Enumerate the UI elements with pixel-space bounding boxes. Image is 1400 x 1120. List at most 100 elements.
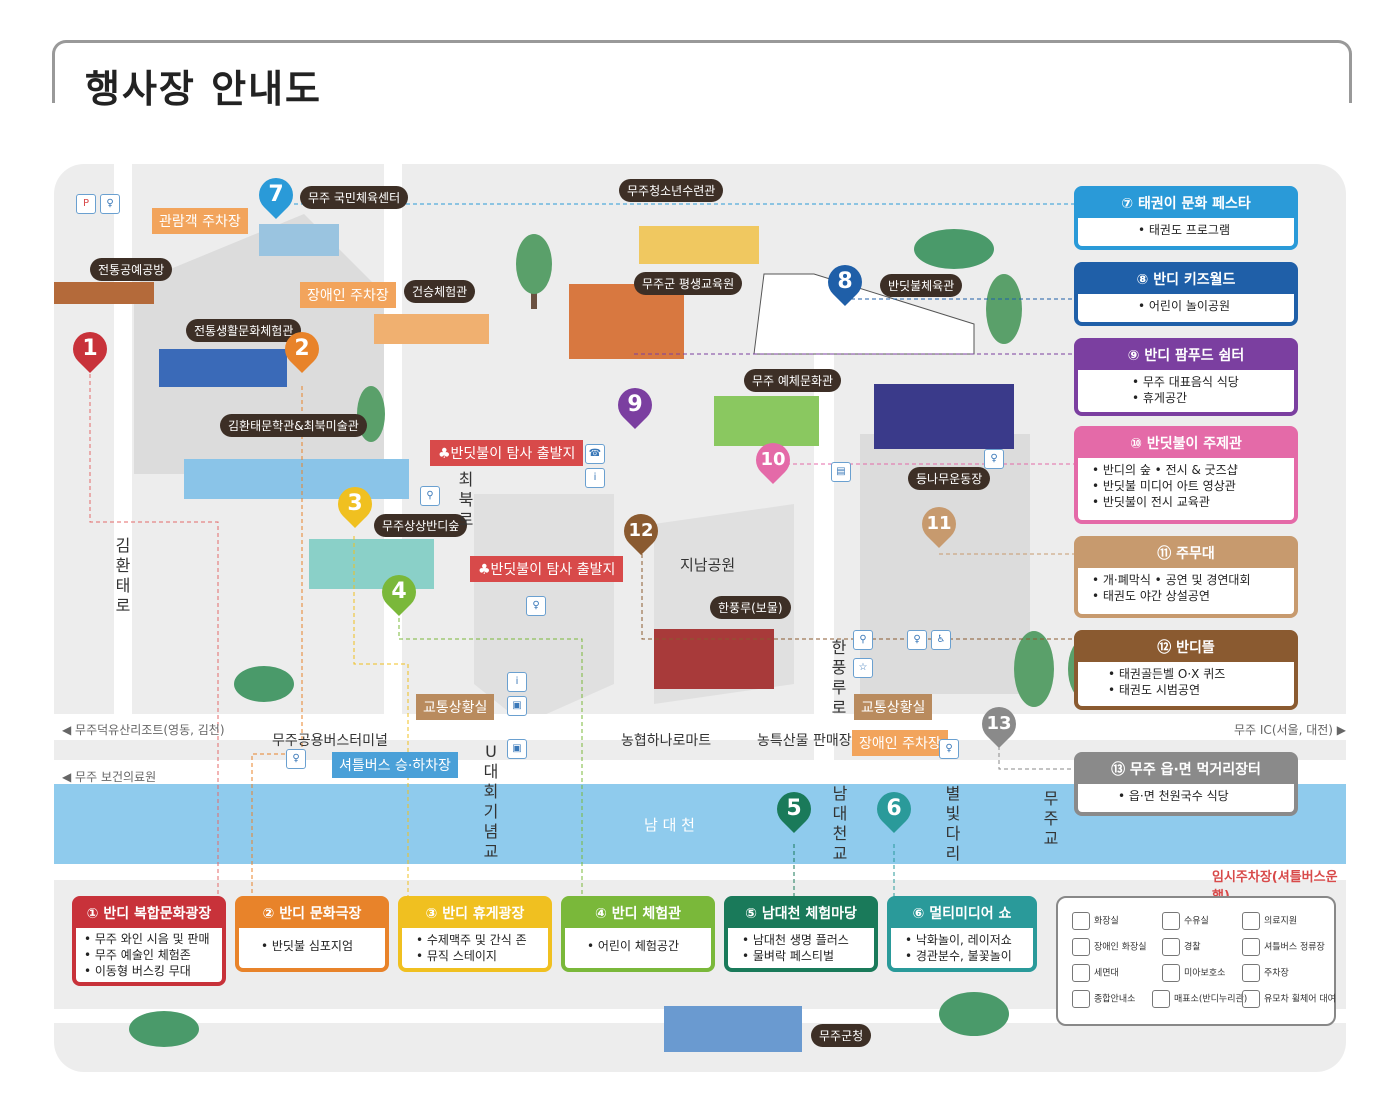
legend-label: 의료지원 xyxy=(1264,916,1298,927)
disabled-restroom-icon xyxy=(1072,938,1090,956)
bridge-star: 별빛다리 xyxy=(945,784,961,863)
mart-label: 농협하나로마트 xyxy=(621,733,712,749)
program-box-2[interactable]: ② 반디 문화극장 • 반딧불 심포지엄 xyxy=(235,896,389,972)
pin-12: 12 xyxy=(628,520,654,541)
program-box-7[interactable]: ⑦ 태권이 문화 페스타 • 태권도 프로그램 xyxy=(1074,186,1298,250)
program-item: • 남대천 생명 플러스 xyxy=(742,933,849,947)
program-box-8[interactable]: ⑧ 반디 키즈월드 • 어린이 놀이공원 xyxy=(1074,262,1298,326)
road-health: ◀ 무주 보건의료원 xyxy=(62,770,157,784)
washstand-icon xyxy=(1072,964,1090,982)
program-box-6[interactable]: ⑥ 멀티미디어 쇼 • 낙화놀이, 레이저쇼 • 경관분수, 불꽃놀이 xyxy=(887,896,1037,972)
program-box-title: ⑨ 반디 팜푸드 쉼터 xyxy=(1078,342,1294,370)
legend-label: 셔틀버스 정류장 xyxy=(1264,942,1325,953)
map-background xyxy=(54,164,1346,1052)
pin-13: 13 xyxy=(986,713,1012,734)
program-box-title: ④ 반디 체험관 xyxy=(565,900,711,928)
legend-label: 매표소(반디누리관) xyxy=(1174,994,1248,1005)
program-item: • 반디의 숲 • 전시 & 굿즈샵 xyxy=(1092,463,1238,477)
legend-washstand: 세면대 xyxy=(1072,964,1119,982)
program-item: • 반딧불 심포지엄 xyxy=(261,939,353,953)
visitor-parking-label: 관람객 주차장 xyxy=(152,208,248,234)
info-icon xyxy=(1072,990,1090,1008)
program-box-title: ⑦ 태권이 문화 페스타 xyxy=(1078,190,1294,218)
legend-medical: 의료지원 xyxy=(1242,912,1297,930)
restroom-icon: ♀ xyxy=(984,449,1004,469)
shuttle-stop-icon: ▣ xyxy=(507,739,527,759)
firefly-tour-start-1: ♣반딧불이 탐사 출발지 xyxy=(430,440,584,466)
legend-shuttle: 셔틀버스 정류장 xyxy=(1242,938,1325,956)
disabled-restroom-icon: ♿ xyxy=(931,630,951,650)
babycare-icon xyxy=(1162,964,1180,982)
program-box-title: ① 반디 복합문화광장 xyxy=(76,900,222,928)
legend-restroom: 화장실 xyxy=(1072,912,1119,930)
pin-2: 2 xyxy=(294,336,310,361)
program-box-title: ③ 반디 휴게광장 xyxy=(402,900,548,928)
program-box-3[interactable]: ③ 반디 휴게광장 • 수제맥주 및 간식 존 • 뮤직 스테이지 xyxy=(398,896,552,972)
program-box-13[interactable]: ⑬ 무주 읍·면 먹거리장터 • 읍·면 천원국수 식당 xyxy=(1074,752,1298,816)
restroom-icon: ♀ xyxy=(100,194,120,214)
program-box-4[interactable]: ④ 반디 체험관 • 어린이 체험공간 xyxy=(561,896,715,972)
ticket-icon xyxy=(1152,990,1170,1008)
legend-water: 수유실 xyxy=(1162,912,1209,930)
building-label-youth: 무주청소년수련관 xyxy=(619,179,724,202)
building-label-sangsang: 무주상상반디숲 xyxy=(374,514,468,537)
firefly-tour-start-2: ♣반딧불이 탐사 출발지 xyxy=(470,556,624,582)
program-box-title: ⑬ 무주 읍·면 먹거리장터 xyxy=(1078,756,1294,784)
traffic-room-label-2: 교통상황실 xyxy=(854,694,933,720)
program-item: • 이동형 버스킹 무대 xyxy=(84,964,191,978)
terminal-label: 무주공용버스터미널 xyxy=(272,733,388,749)
restroom-icon: ♀ xyxy=(526,596,546,616)
program-box-title: ⑪ 주무대 xyxy=(1078,540,1294,568)
pin-9: 9 xyxy=(627,392,643,417)
stroller-icon xyxy=(1242,990,1260,1008)
building-label-craft: 전통공예공방 xyxy=(90,258,173,281)
legend-label: 화장실 xyxy=(1094,916,1119,927)
water-icon xyxy=(1162,912,1180,930)
program-box-title: ⑥ 멀티미디어 쇼 xyxy=(891,900,1033,928)
program-box-9[interactable]: ⑨ 반디 팜푸드 쉼터 • 무주 대표음식 식당 • 휴게공간 xyxy=(1074,338,1298,416)
program-item: • 뮤직 스테이지 xyxy=(416,949,497,963)
program-item: • 읍·면 천원국수 식당 xyxy=(1118,789,1229,803)
program-box-5[interactable]: ⑤ 남대천 체험마당 • 남대천 생명 플러스 • 물벼락 페스티벌 xyxy=(724,896,878,972)
ticket-icon: ▤ xyxy=(831,462,851,482)
program-item: • 수제맥주 및 간식 존 xyxy=(416,933,527,947)
pin-1: 1 xyxy=(82,336,98,361)
legend-label: 경찰 xyxy=(1184,942,1201,953)
restroom-icon: ♀ xyxy=(286,749,306,769)
info-icon: i xyxy=(507,672,527,692)
shuttle-stop-icon xyxy=(1242,938,1260,956)
road-kim: 김환태로 xyxy=(115,536,131,615)
program-box-title: ② 반디 문화극장 xyxy=(239,900,385,928)
police-icon: ☎ xyxy=(585,444,605,464)
washstand-icon: ⚲ xyxy=(853,630,873,650)
road-choebuk: 최북로 xyxy=(458,470,474,529)
title-frame xyxy=(52,40,1352,103)
program-box-10[interactable]: ⑩ 반딧불이 주제관 • 반디의 숲 • 전시 & 굿즈샵 • 반딧불 미디어 … xyxy=(1074,426,1298,524)
building-label-firefly-gym: 반딧불체육관 xyxy=(880,274,963,297)
produce-label: 농특산물 판매장 xyxy=(757,733,852,749)
event-map: 무주 국민체육센터 무주청소년수련관 전통공예공방 전통생활문화체험관 건승체험… xyxy=(54,164,1346,1072)
page-title: 행사장 안내도 xyxy=(85,67,322,111)
building-label-edu: 무주군 평생교육원 xyxy=(634,272,743,295)
restroom-icon: ♀ xyxy=(907,630,927,650)
program-box-11[interactable]: ⑪ 주무대 • 개·폐막식 • 공연 및 경연대회 • 태권도 야간 상설공연 xyxy=(1074,536,1298,618)
program-item: • 태권골든벨 O·X 퀴즈 xyxy=(1108,667,1226,681)
washstand-icon: ⚲ xyxy=(420,486,440,506)
building-label-kim: 김환태문학관&최북미술관 xyxy=(220,414,367,437)
disabled-parking-label-1: 장애인 주차장 xyxy=(300,282,396,308)
pin-3: 3 xyxy=(347,491,363,516)
program-item: • 개·폐막식 • 공연 및 경연대회 xyxy=(1092,573,1251,587)
program-box-title: ⑩ 반딧불이 주제관 xyxy=(1078,430,1294,458)
legend-label: 세면대 xyxy=(1094,968,1119,979)
pin-4: 4 xyxy=(391,579,407,604)
restroom-icon xyxy=(1072,912,1090,930)
program-box-12[interactable]: ⑫ 반디뜰 • 태권골든벨 O·X 퀴즈 • 태권도 시범공연 xyxy=(1074,630,1298,710)
program-box-1[interactable]: ① 반디 복합문화광장 • 무주 와인 시음 및 판매 • 무주 예술인 체험존… xyxy=(72,896,226,986)
stroller-icon: ☆ xyxy=(853,658,873,678)
shuttle-stop-icon: ▣ xyxy=(507,696,527,716)
program-item: • 태권도 프로그램 xyxy=(1138,223,1230,237)
bridge-muju: 무주교 xyxy=(1043,789,1059,848)
legend-info: 종합안내소 xyxy=(1072,990,1135,1008)
program-item: • 낙화놀이, 레이저쇼 xyxy=(905,933,1012,947)
restroom-icon: ♀ xyxy=(939,739,959,759)
